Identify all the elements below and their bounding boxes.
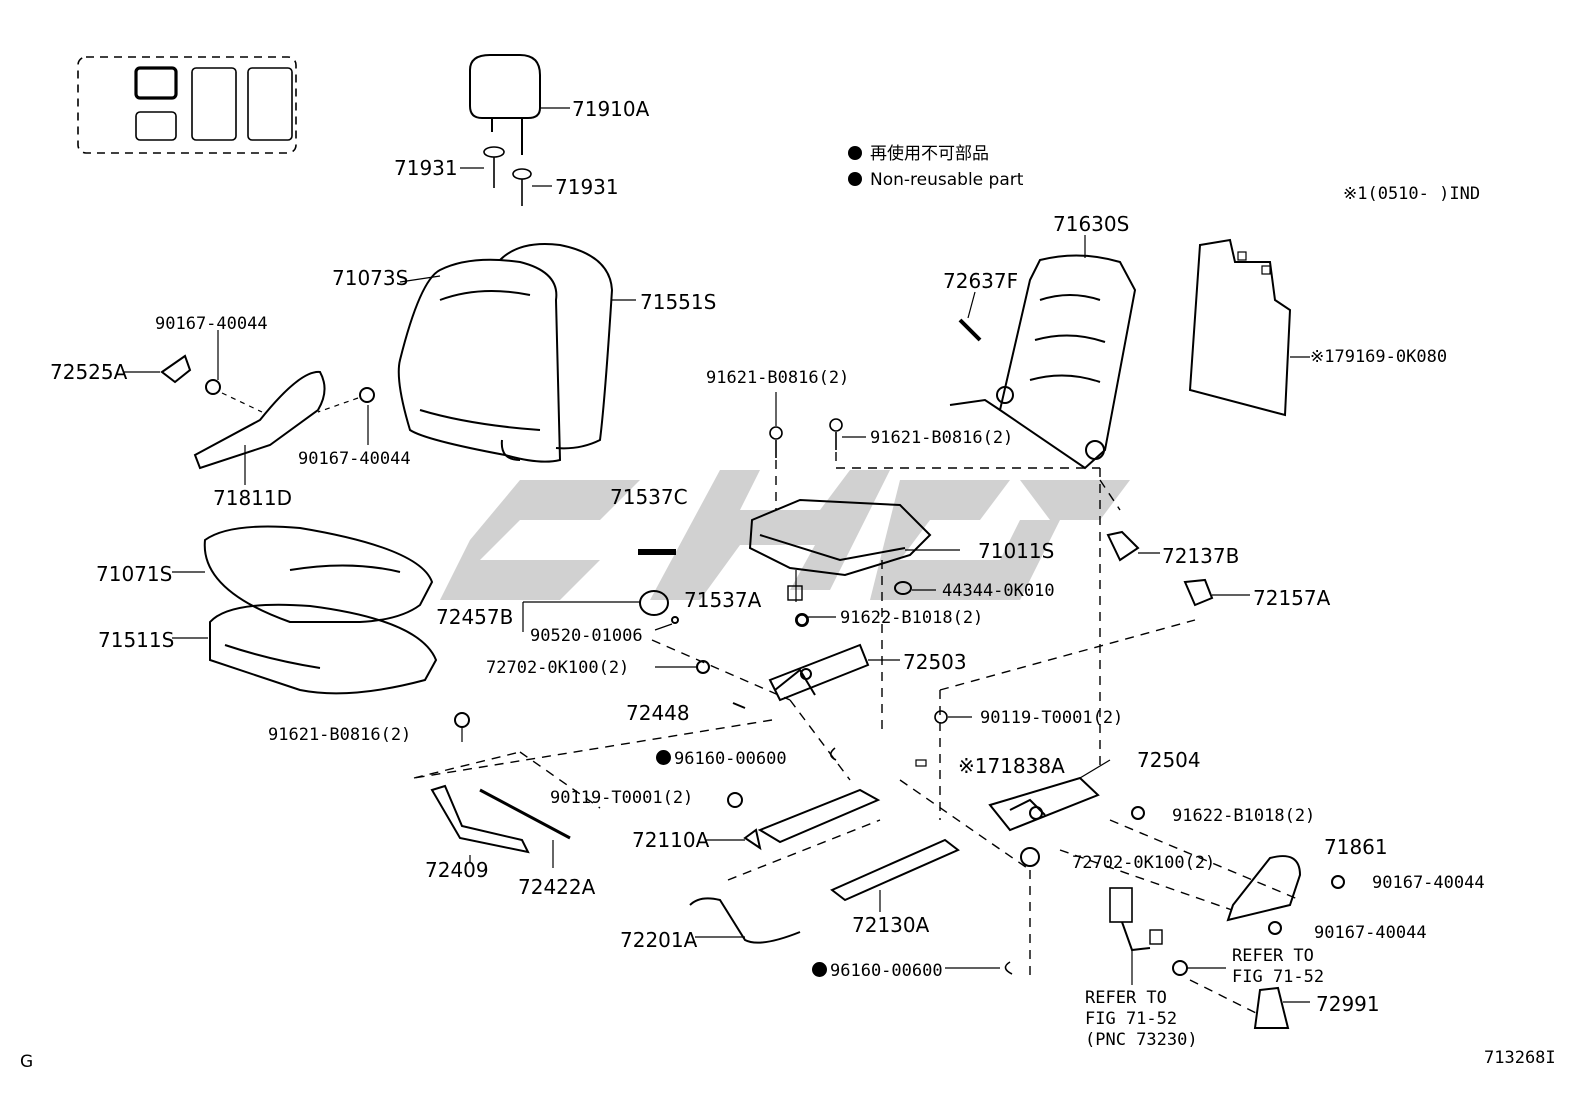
seat-wire	[689, 897, 801, 944]
part-label-96160-00600: 96160-00600	[812, 962, 943, 980]
part-label-171838A: ※171838A	[958, 754, 1065, 778]
part-label-71011S: 71011S	[978, 539, 1055, 563]
part-label-71073S: 71073S	[332, 266, 409, 290]
part-number-text: 96160-00600	[830, 961, 943, 981]
part-label-72637F: 72637F	[943, 269, 1019, 293]
part-number-text: 96160-00600	[674, 749, 787, 769]
legend-en-text: Non-reusable part	[870, 170, 1024, 190]
reference-note-pnc-73230: REFER TO FIG 71-52 (PNC 73230)	[1085, 988, 1198, 1050]
part-label-71511S: 71511S	[98, 628, 175, 652]
part-label-96160-00600: 96160-00600	[656, 750, 787, 768]
part-label-179169-0K080: ※179169-0K080	[1310, 347, 1448, 367]
seat-position-inset	[77, 56, 297, 154]
part-label-72525A: 72525A	[50, 360, 128, 384]
part-label-72409: 72409	[425, 858, 489, 882]
non-reusable-icon	[812, 962, 827, 977]
recliner-right	[988, 759, 1345, 935]
corner-mark-left: G	[20, 1052, 34, 1072]
part-label-90119-T0001: 90119-T0001(2)	[550, 788, 694, 808]
part-label-91622-B1018: 91622-B1018(2)	[840, 608, 984, 628]
legend-jp-text: 再使用不可部品	[870, 144, 989, 164]
part-label-90167-40044: 90167-40044	[155, 314, 268, 334]
part-label-71551S: 71551S	[640, 290, 717, 314]
bolts	[769, 392, 972, 718]
seat-belt-buckle	[1109, 887, 1310, 1029]
part-label-91621-B0816: 91621-B0816(2)	[870, 428, 1014, 448]
seatback-cover	[397, 243, 636, 463]
part-label-72457B: 72457B	[436, 605, 514, 629]
part-label-72130A: 72130A	[852, 913, 930, 937]
reference-note-fig-71-52: REFER TO FIG 71-52	[1232, 946, 1325, 987]
part-label-72503: 72503	[903, 650, 967, 674]
part-label-72201A: 72201A	[620, 928, 698, 952]
legend-non-reusable-jp: 再使用不可部品	[848, 146, 989, 163]
part-label-71630S: 71630S	[1053, 212, 1130, 236]
filled-circle-icon	[848, 146, 862, 160]
part-label-72504: 72504	[1137, 748, 1201, 772]
recliner-knob	[522, 590, 679, 632]
part-label-90520-01006: 90520-01006	[530, 626, 643, 646]
part-label-71931: 71931	[394, 156, 458, 180]
applicability-note: ※1(0510- )IND	[1343, 184, 1481, 204]
part-label-72422A: 72422A	[518, 875, 596, 899]
seat-tracks	[705, 788, 960, 912]
non-reusable-icon	[656, 750, 671, 765]
illustration-number: 713268I	[1484, 1048, 1556, 1068]
seat-cushion-frame	[638, 498, 960, 602]
part-label-71910A: 71910A	[572, 97, 650, 121]
part-label-44344-0K010: 44344-0K010	[942, 581, 1055, 601]
part-label-91622-B1018: 91622-B1018(2)	[1172, 806, 1316, 826]
headrest	[469, 54, 570, 155]
headrest-guide-bolts	[460, 146, 552, 206]
seat-links	[430, 712, 571, 868]
part-label-72702-0K100: 72702-0K100(2)	[1072, 853, 1216, 873]
part-label-90167-40044: 90167-40044	[1314, 923, 1427, 943]
part-label-90167-40044: 90167-40044	[298, 449, 411, 469]
part-label-71811D: 71811D	[213, 486, 293, 510]
seatback-pad-panel	[1188, 238, 1310, 417]
filled-circle-icon	[848, 172, 862, 186]
small-brackets	[894, 530, 1250, 607]
seat-side-cover	[124, 330, 375, 485]
part-label-71931: 71931	[555, 175, 619, 199]
part-label-72702-0K100: 72702-0K100(2)	[486, 658, 630, 678]
part-label-71861: 71861	[1324, 835, 1388, 859]
part-label-72448: 72448	[626, 701, 690, 725]
part-label-71537A: 71537A	[684, 588, 762, 612]
part-label-71537C: 71537C	[610, 485, 688, 509]
part-label-72110A: 72110A	[632, 828, 710, 852]
legend-non-reusable-en: Non-reusable part	[848, 172, 1023, 189]
part-label-91621-B0816: 91621-B0816(2)	[268, 725, 412, 745]
part-label-72157A: 72157A	[1253, 586, 1331, 610]
part-label-72137B: 72137B	[1162, 544, 1240, 568]
recliner-left	[655, 613, 900, 709]
seat-cushion-cover	[172, 525, 438, 695]
part-label-90119-T0001: 90119-T0001(2)	[980, 708, 1124, 728]
part-label-90167-40044: 90167-40044	[1372, 873, 1485, 893]
part-label-91621-B0816: 91621-B0816(2)	[706, 368, 850, 388]
assembly-dashed-lines	[413, 452, 1301, 1016]
part-label-72991: 72991	[1316, 992, 1380, 1016]
part-label-71071S: 71071S	[96, 562, 173, 586]
